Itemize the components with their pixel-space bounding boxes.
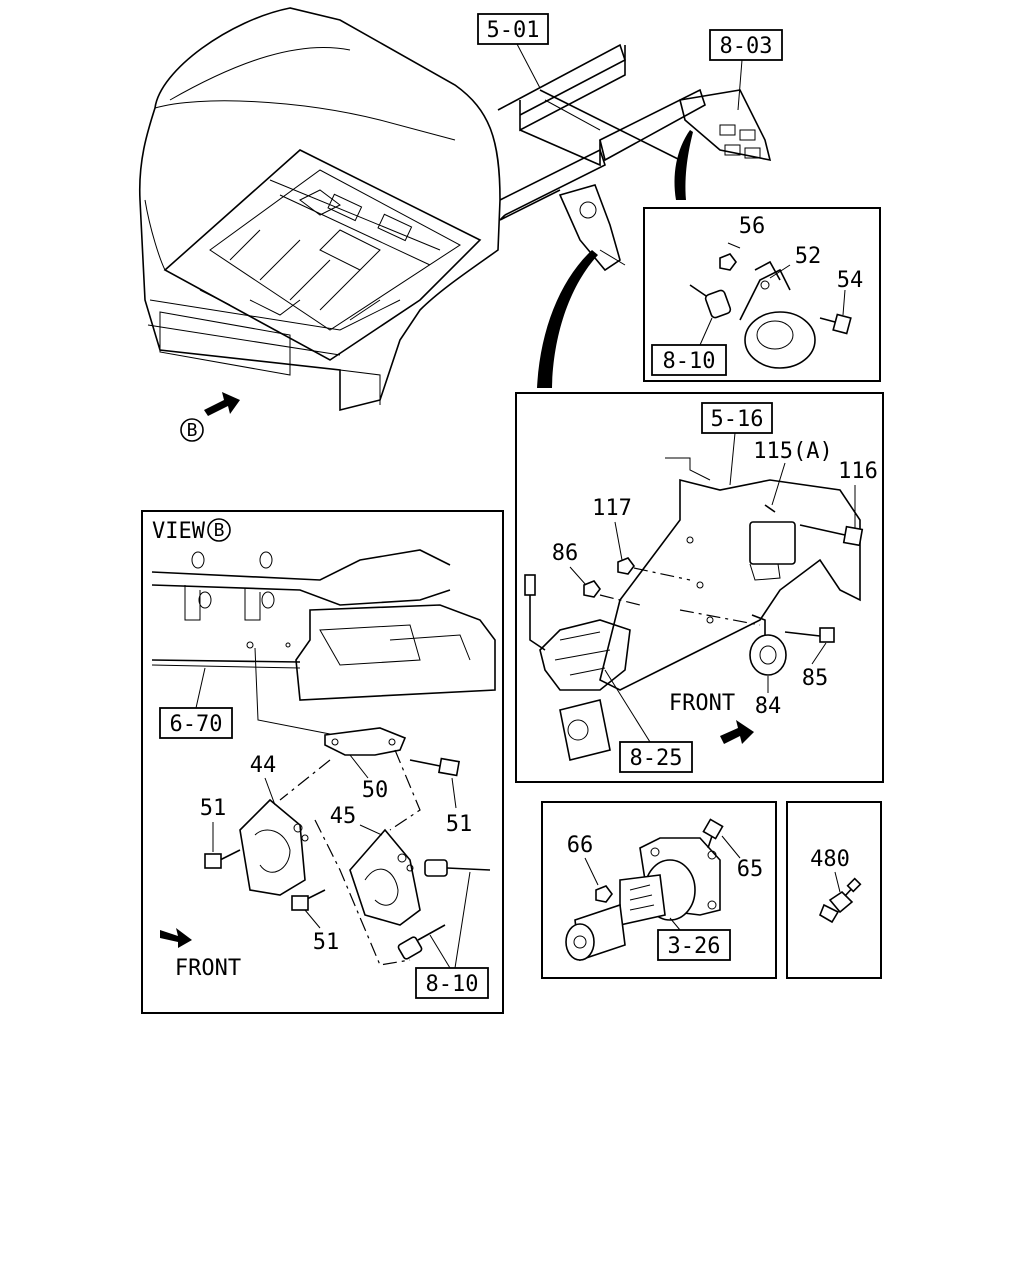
front-label-bracket: FRONT — [669, 691, 735, 716]
part-116: 116 — [838, 459, 878, 484]
part-50: 50 — [362, 778, 389, 803]
callout-arrow-bracket — [537, 250, 598, 388]
ref-5-01: 5-01 — [487, 18, 540, 43]
ref-8-10-harness: 8-10 — [426, 972, 479, 997]
speed-sensor-panel: 56 52 54 8-10 — [643, 207, 881, 382]
part-45: 45 — [330, 804, 357, 829]
ref-6-70: 6-70 — [170, 712, 223, 737]
part-117: 117 — [592, 496, 632, 521]
ref-8-10-sensor: 8-10 — [663, 349, 716, 374]
view-b-title: VIEW — [152, 519, 206, 544]
ref-8-25: 8-25 — [630, 746, 683, 771]
ref-8-03: 8-03 — [720, 34, 773, 59]
frame-reference-label: 5-01 — [477, 13, 549, 89]
bracket-detail-panel: FRONT 5-16 115(A) 116 117 86 85 84 8-25 — [515, 392, 884, 783]
part-480: 480 — [810, 847, 850, 872]
part-51-lower: 51 — [313, 930, 340, 955]
part-54: 54 — [837, 268, 864, 293]
view-b-title-marker: B — [214, 520, 225, 541]
part-56: 56 — [739, 214, 766, 239]
part-86: 86 — [552, 541, 579, 566]
truck-cab-illustration — [138, 7, 501, 412]
frame-rails-illustration — [497, 43, 772, 272]
ref-3-26: 3-26 — [668, 934, 721, 959]
view-b-arrow: B — [180, 392, 240, 442]
part-51-left: 51 — [200, 796, 227, 821]
ref-5-16: 5-16 — [711, 407, 764, 432]
bracket-reference-label: 8-03 — [709, 29, 783, 111]
part-65: 65 — [737, 857, 764, 882]
part-66: 66 — [567, 833, 594, 858]
switch-panel: 480 — [786, 801, 882, 979]
front-label-view-b: FRONT — [175, 956, 241, 981]
part-52: 52 — [795, 244, 822, 269]
starter-panel: 66 65 3-26 — [541, 801, 777, 979]
part-115a: 115(A) — [753, 439, 832, 464]
part-44: 44 — [250, 753, 277, 778]
view-b-marker: B — [187, 420, 198, 441]
part-84: 84 — [755, 694, 782, 719]
callout-arrow-sensor — [674, 130, 693, 200]
part-51-right: 51 — [446, 812, 473, 837]
view-b-panel: VIEW B — [141, 510, 504, 1014]
part-85: 85 — [802, 666, 829, 691]
